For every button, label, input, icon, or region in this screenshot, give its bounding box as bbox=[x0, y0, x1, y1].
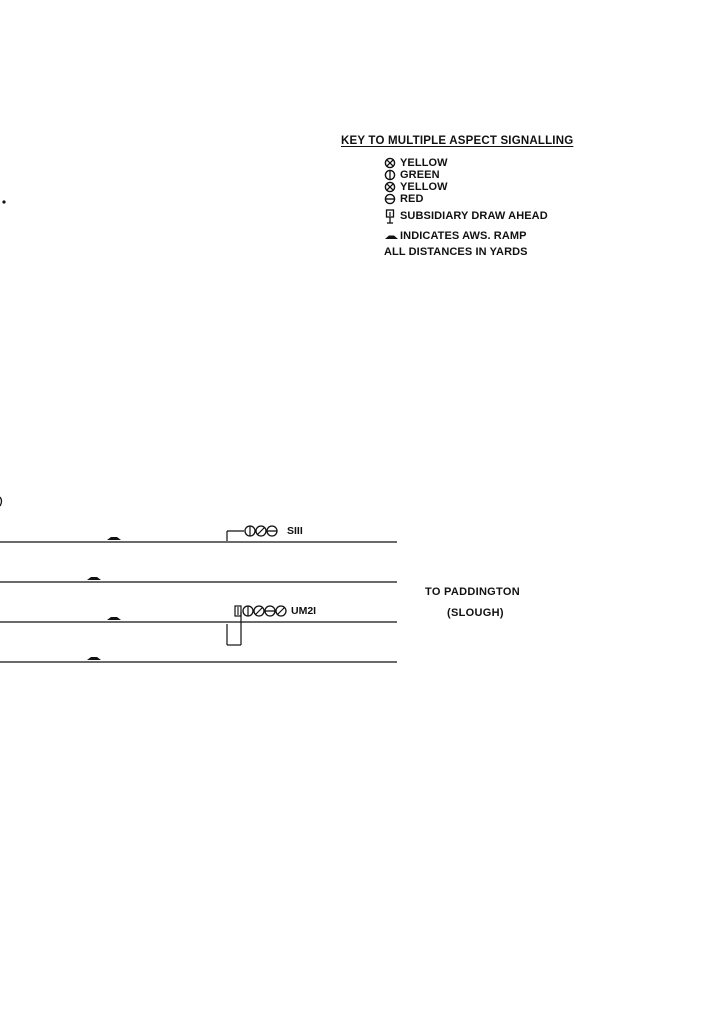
key-label-subsidiary: SUBSIDIARY DRAW AHEAD bbox=[400, 209, 548, 222]
yellow-aspect-icon bbox=[253, 605, 265, 617]
green-aspect-icon bbox=[244, 525, 256, 537]
yellow-aspect-icon bbox=[275, 605, 287, 617]
red-aspect-icon bbox=[384, 193, 396, 205]
key-label-yellow-2: YELLOW bbox=[400, 180, 448, 193]
subsidiary-draw-ahead-icon bbox=[385, 209, 395, 224]
key-entry-aws-ramp: INDICATES AWS. RAMP bbox=[384, 230, 527, 242]
aws-ramp-icon bbox=[87, 577, 101, 580]
destination-line-1: TO PADDINGTON bbox=[425, 586, 520, 598]
aws-ramp-icon bbox=[87, 657, 101, 660]
signal-label-s111: SIII bbox=[287, 525, 303, 537]
key-entry-subsidiary: SUBSIDIARY DRAW AHEAD bbox=[384, 207, 548, 225]
yellow-aspect-icon bbox=[384, 157, 396, 169]
sheet-mark-dot bbox=[2, 200, 6, 204]
aws-ramp-icon bbox=[107, 617, 121, 620]
signal-um21 bbox=[226, 605, 287, 646]
key-label-aws: INDICATES AWS. RAMP bbox=[400, 229, 527, 242]
key-entry-red: RED bbox=[384, 193, 424, 205]
yellow-aspect-icon bbox=[255, 525, 267, 537]
key-entry-yellow-2: YELLOW bbox=[384, 181, 448, 193]
green-aspect-icon bbox=[242, 605, 254, 617]
green-aspect-icon bbox=[384, 169, 396, 181]
destination-line-2: (SLOUGH) bbox=[447, 607, 504, 619]
yellow-aspect-icon bbox=[384, 181, 396, 193]
red-aspect-icon bbox=[264, 605, 276, 617]
key-label-green: GREEN bbox=[400, 168, 440, 181]
key-title: KEY TO MULTIPLE ASPECT SIGNALLING bbox=[341, 135, 574, 147]
key-label-red: RED bbox=[400, 192, 424, 205]
distances-note: ALL DISTANCES IN YARDS bbox=[384, 246, 528, 258]
key-entry-green: GREEN bbox=[384, 169, 440, 181]
aws-ramp-icon bbox=[385, 235, 398, 239]
signal-label-um21: UM2I bbox=[291, 605, 317, 617]
subsidiary-draw-ahead-icon bbox=[234, 605, 242, 617]
red-aspect-icon bbox=[266, 525, 278, 537]
key-label-yellow-1: YELLOW bbox=[400, 156, 448, 169]
aws-ramp-icon bbox=[107, 537, 121, 540]
signal-s111 bbox=[226, 525, 278, 541]
key-entry-yellow-1: YELLOW bbox=[384, 157, 448, 169]
sheet-edge-mark bbox=[0, 496, 3, 507]
